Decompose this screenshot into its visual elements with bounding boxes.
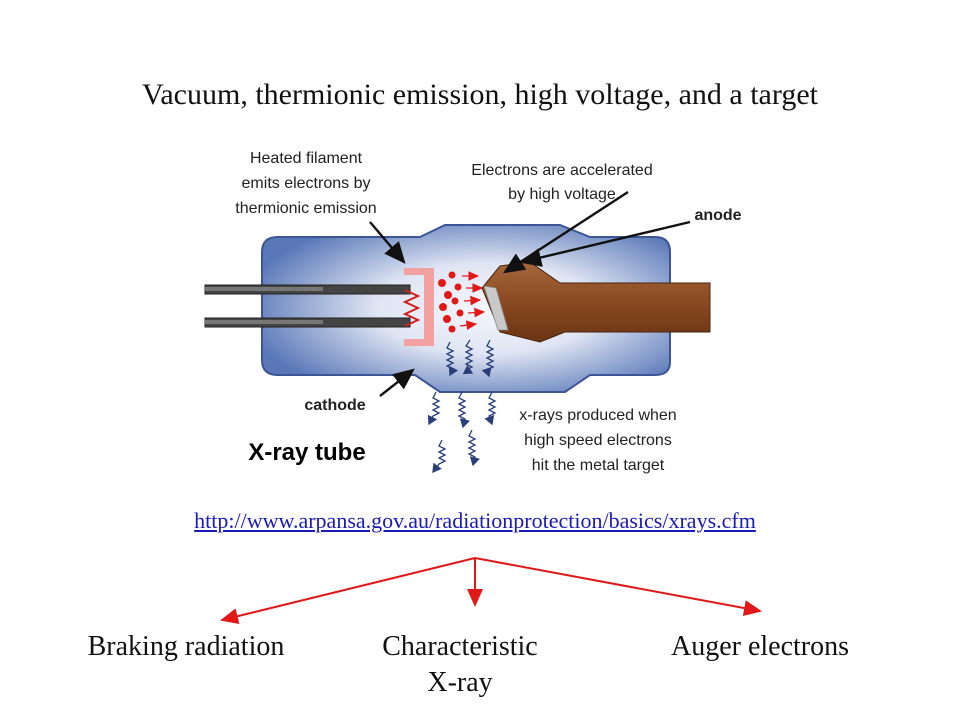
anode-pointer	[519, 220, 691, 267]
characteristic-line-2: X-ray	[427, 667, 493, 698]
characteristic-xray-label: Characteristic X-ray	[340, 629, 580, 701]
slide-title: Vacuum, thermionic emission, high voltag…	[142, 78, 818, 111]
anode-label: anode	[694, 207, 741, 224]
auger-electrons-label: Auger electrons	[670, 631, 850, 662]
cathode-cup	[404, 268, 434, 346]
accelerated-label-2: by high voltage	[508, 186, 616, 203]
branch-arrow-right	[474, 557, 762, 616]
tube-title: X-ray tube	[248, 439, 365, 466]
electron-paths	[459, 271, 486, 330]
xrays-label-2: high speed electrons	[524, 432, 672, 449]
accelerated-label-1: Electrons are accelerated	[471, 162, 652, 179]
xray-emissions	[427, 339, 497, 474]
source-link[interactable]: http://www.arpansa.gov.au/radiationprote…	[194, 508, 756, 533]
filament-label-3: thermionic emission	[235, 200, 376, 217]
xrays-label-3: hit the metal target	[532, 457, 665, 474]
filament-label-1: Heated filament	[250, 150, 363, 167]
braking-radiation-label: Braking radiation	[87, 631, 285, 662]
anode	[481, 261, 711, 343]
xrays-label-1: x-rays produced when	[519, 407, 676, 424]
tube-body	[261, 224, 671, 393]
electrons	[438, 271, 464, 333]
filament-label-2: emits electrons by	[242, 175, 371, 192]
cathode-pointer	[379, 368, 415, 397]
filament-pointer	[369, 221, 406, 264]
filament	[402, 289, 421, 327]
characteristic-line-1: Characteristic	[382, 631, 538, 662]
branch-arrow-left	[220, 557, 476, 624]
cathode-label: cathode	[304, 397, 365, 414]
